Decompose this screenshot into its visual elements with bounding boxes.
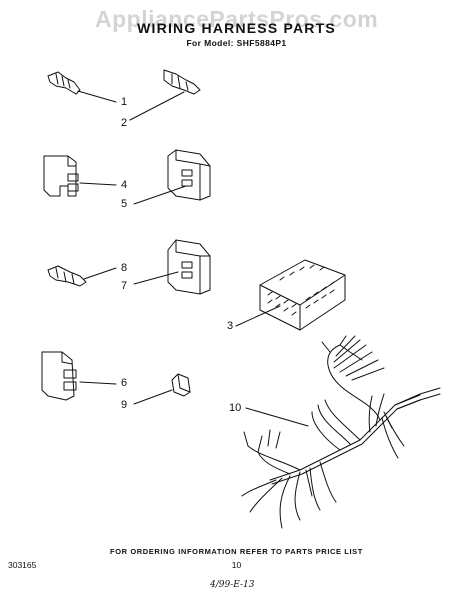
part-3-terminal-block [236, 260, 345, 330]
ordering-note: FOR ORDERING INFORMATION REFER TO PARTS … [110, 547, 363, 556]
page-number: 10 [231, 560, 242, 570]
part-10-harness [242, 336, 440, 528]
callout-4: 4 [121, 179, 128, 191]
watermark-logo: AppliancePartsPros.com [95, 6, 379, 32]
document-number: 303165 [8, 560, 37, 570]
part-1-terminal [48, 72, 116, 102]
callout-5: 5 [121, 198, 128, 210]
part-8-terminal [48, 266, 116, 286]
callout-8: 8 [121, 262, 128, 274]
page-title: WIRING HARNESS PARTS [137, 20, 336, 36]
handwritten-note: 4/99-E-13 [210, 580, 255, 590]
part-4-connector [44, 156, 116, 196]
callout-2: 2 [121, 117, 128, 129]
callout-1: 1 [121, 96, 128, 108]
part-2-terminal [130, 70, 200, 120]
callout-7: 7 [121, 280, 128, 292]
callout-9: 9 [121, 399, 128, 411]
part-9-plug [134, 374, 190, 404]
part-7-connector [134, 240, 210, 294]
callout-6: 6 [121, 377, 128, 389]
callout-10: 10 [229, 402, 242, 414]
callout-3: 3 [227, 320, 234, 332]
part-5-connector [134, 150, 210, 204]
model-subtitle: For Model: SHF5884P1 [186, 38, 287, 48]
part-6-connector [42, 352, 116, 400]
